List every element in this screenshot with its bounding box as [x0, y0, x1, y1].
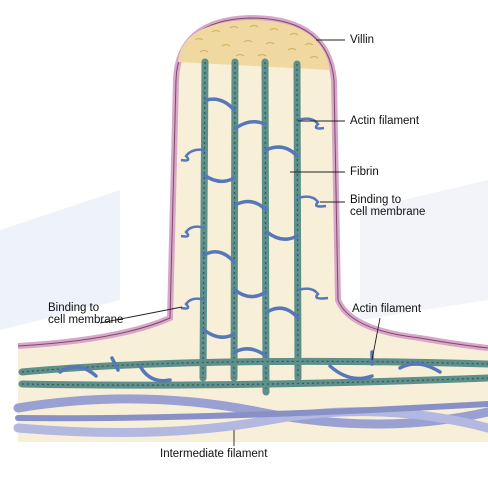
- label-villin: Villin: [350, 34, 374, 46]
- label-binding-left-line2: cell membrane: [48, 314, 123, 326]
- label-fibrin: Fibrin: [350, 166, 379, 178]
- label-actin-filament-bottom: Actin filament: [352, 303, 421, 315]
- label-actin-filament-top: Actin filament: [350, 115, 419, 127]
- label-intermediate-filament: Intermediate filament: [160, 448, 267, 460]
- label-binding-right-line2: cell membrane: [350, 206, 425, 218]
- label-binding-right-line1: Binding to: [350, 194, 401, 206]
- label-binding-left-line1: Binding to: [48, 302, 99, 314]
